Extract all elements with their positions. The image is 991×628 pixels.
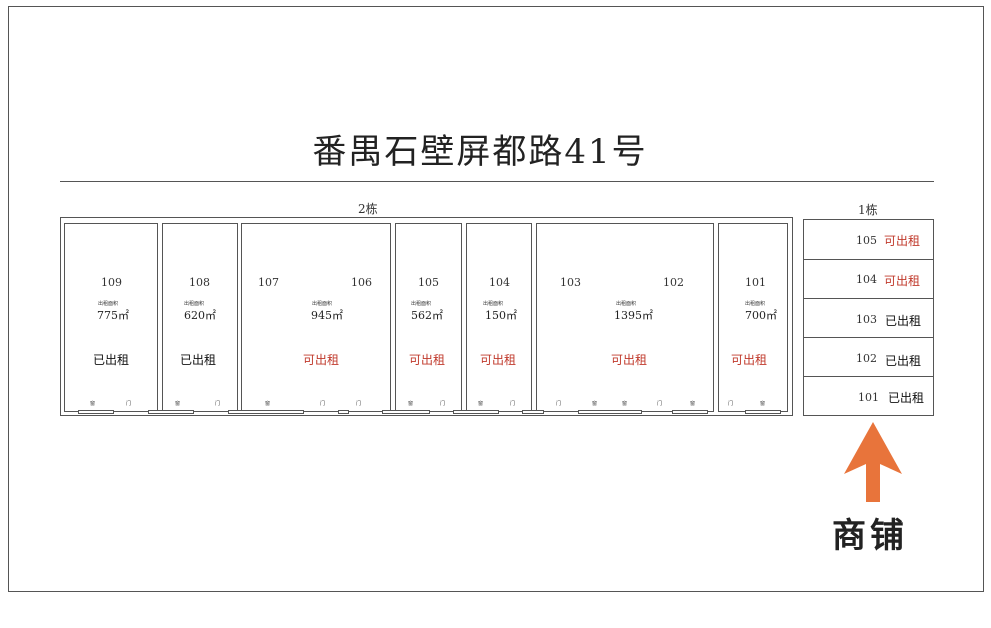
door-mark: 门 <box>657 401 663 407</box>
unit-104[interactable] <box>466 223 532 412</box>
unit-status: 已出租 <box>93 353 130 367</box>
unit-number: 102 <box>856 352 877 365</box>
area-caption: 出租面积 <box>616 301 637 307</box>
door-opening <box>522 410 544 414</box>
area-caption: 出租面积 <box>98 301 119 307</box>
unit-status: 已出租 <box>885 354 922 368</box>
b1-unit-101[interactable] <box>803 376 934 416</box>
window-mark: 窗 <box>760 401 766 407</box>
shops-label: 商铺 <box>832 516 908 556</box>
area-caption: 出租面积 <box>312 301 333 307</box>
unit-status: 已出租 <box>180 353 217 367</box>
title-underline <box>60 181 934 182</box>
door-mark: 门 <box>320 401 326 407</box>
door-mark: 门 <box>440 401 446 407</box>
window-opening <box>453 410 499 414</box>
window-opening <box>78 410 114 414</box>
building-1-label: 1栋 <box>858 203 878 217</box>
unit-area: 945㎡ <box>311 309 343 322</box>
unit-number: 101 <box>745 276 766 289</box>
window-mark: 窗 <box>408 401 414 407</box>
unit-number: 104 <box>856 273 877 286</box>
window-mark: 窗 <box>478 401 484 407</box>
unit-status: 可出租 <box>884 234 921 248</box>
window-opening <box>672 410 708 414</box>
unit-area: 700㎡ <box>745 309 777 322</box>
window-mark: 窗 <box>690 401 696 407</box>
unit-number: 103 <box>856 313 877 326</box>
unit-area: 562㎡ <box>411 309 443 322</box>
unit-number: 103 <box>560 276 581 289</box>
door-mark: 门 <box>356 401 362 407</box>
up-arrow-icon <box>844 422 902 502</box>
building-2-outline <box>60 217 793 416</box>
window-opening <box>382 410 430 414</box>
unit-status: 可出租 <box>409 353 446 367</box>
building-2-label: 2栋 <box>358 202 378 216</box>
unit-status: 可出租 <box>884 274 921 288</box>
door-mark: 门 <box>728 401 734 407</box>
window-opening <box>578 410 642 414</box>
unit-108[interactable] <box>162 223 238 412</box>
area-caption: 出租面积 <box>184 301 205 307</box>
area-caption: 出租面积 <box>483 301 504 307</box>
door-mark: 门 <box>126 401 132 407</box>
unit-status: 可出租 <box>611 353 648 367</box>
page-title: 番禺石壁屏都路41号 <box>312 132 648 172</box>
door-mark: 门 <box>556 401 562 407</box>
unit-number: 106 <box>351 276 372 289</box>
window-mark: 窗 <box>90 401 96 407</box>
unit-number: 108 <box>189 276 210 289</box>
door-mark: 门 <box>510 401 516 407</box>
unit-number: 105 <box>856 234 877 247</box>
window-opening <box>745 410 781 414</box>
unit-number: 107 <box>258 276 279 289</box>
unit-status: 可出租 <box>480 353 517 367</box>
unit-number: 109 <box>101 276 122 289</box>
unit-status: 已出租 <box>888 391 925 405</box>
window-mark: 窗 <box>592 401 598 407</box>
unit-area: 1395㎡ <box>614 309 653 322</box>
window-mark: 窗 <box>622 401 628 407</box>
unit-area: 620㎡ <box>184 309 216 322</box>
window-mark: 窗 <box>265 401 271 407</box>
unit-number: 104 <box>489 276 510 289</box>
area-caption: 出租面积 <box>411 301 432 307</box>
window-mark: 窗 <box>175 401 181 407</box>
unit-status: 可出租 <box>731 353 768 367</box>
unit-number: 102 <box>663 276 684 289</box>
unit-status: 可出租 <box>303 353 340 367</box>
door-mark: 门 <box>215 401 221 407</box>
unit-number: 101 <box>858 391 879 404</box>
window-opening <box>148 410 194 414</box>
door-opening <box>338 410 349 414</box>
unit-status: 已出租 <box>885 314 922 328</box>
drawing-frame <box>8 6 984 592</box>
unit-number: 105 <box>418 276 439 289</box>
unit-area: 775㎡ <box>97 309 129 322</box>
area-caption: 出租面积 <box>745 301 766 307</box>
unit-107-106[interactable] <box>241 223 391 412</box>
unit-area: 150㎡ <box>485 309 517 322</box>
window-opening <box>228 410 304 414</box>
